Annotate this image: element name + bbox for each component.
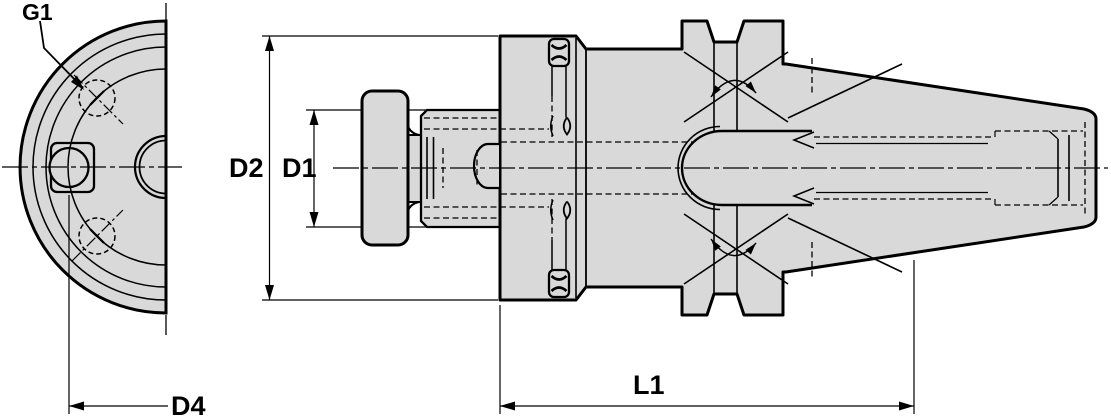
screw-socket-top-2	[550, 55, 568, 61]
v-angle-arrow-top-right	[745, 81, 756, 93]
thread-entry-chamfer-top	[791, 131, 815, 149]
screw-socket-bottom-1	[550, 275, 568, 281]
v-angle-arrow-bottom-left	[711, 239, 721, 251]
tap-hole-bottom-circle	[78, 217, 116, 255]
tap-hole-top-cross	[89, 90, 105, 106]
label-d4: D4	[171, 391, 206, 416]
pilot-face-bore	[472, 142, 499, 190]
side-view: D2 D1 L1	[229, 19, 1108, 414]
tap-hole-top	[73, 74, 124, 125]
v-angle-arrow-top-left	[711, 85, 721, 97]
tap-hole-bottom	[71, 209, 124, 262]
tap-hole-bottom-cross	[89, 228, 105, 244]
rear-chamfer-bottom	[1048, 196, 1059, 206]
taper-thread-bore	[791, 122, 1086, 214]
dim-d2: D2	[229, 35, 498, 301]
label-d2: D2	[229, 153, 264, 183]
d1-arrowhead-top	[309, 110, 319, 125]
flange-diagonal-2	[683, 51, 789, 123]
pilot-bore-outline	[472, 142, 499, 190]
cross-hole-top	[562, 116, 572, 136]
screw-socket-top-1	[550, 44, 568, 50]
tap-hole-top-centerline	[73, 74, 124, 125]
thread-entry-chamfer-bottom	[791, 187, 815, 205]
tap-hole-top-circle	[78, 79, 116, 117]
dim-g1: G1	[22, 0, 84, 90]
v-flange-diagonals	[683, 51, 903, 285]
d1-arrowhead-bottom	[309, 212, 319, 227]
spotface-arc-bottom	[550, 199, 554, 221]
flange-screw-top	[547, 37, 572, 137]
label-d1: D1	[282, 153, 317, 183]
label-g1: G1	[22, 0, 53, 25]
g1-leader-arrowhead	[71, 75, 84, 90]
front-view: G1 D4	[2, 0, 206, 416]
d4-arrowhead	[69, 401, 84, 411]
v-angle-arrow-bottom-right	[745, 243, 756, 255]
dim-d4: D4	[68, 195, 206, 416]
d2-arrowhead-top	[265, 36, 274, 51]
cross-hole-bottom	[562, 200, 572, 220]
l1-arrowhead-left	[500, 401, 515, 411]
flange-screw-bottom	[547, 199, 572, 299]
spotface-arc-top	[550, 115, 554, 137]
flange-diagonal-3	[787, 63, 903, 119]
l1-arrowhead-right	[899, 401, 914, 411]
flange-diagonal-5	[683, 213, 789, 285]
dim-l1: L1	[499, 260, 915, 414]
g1-leader-line	[39, 20, 84, 89]
pilot-bore-fill	[474, 144, 499, 188]
counterbore-outline	[680, 129, 812, 207]
screw-socket-bottom-2	[550, 286, 568, 292]
label-l1: L1	[633, 370, 665, 400]
d2-arrowhead-bottom	[265, 285, 274, 300]
bolt-circle	[67, 68, 167, 266]
rear-chamfer-top	[1048, 130, 1059, 140]
flange-diagonal-6	[787, 217, 903, 273]
screw-head-bottom	[547, 268, 571, 299]
screw-head-top	[547, 37, 571, 68]
